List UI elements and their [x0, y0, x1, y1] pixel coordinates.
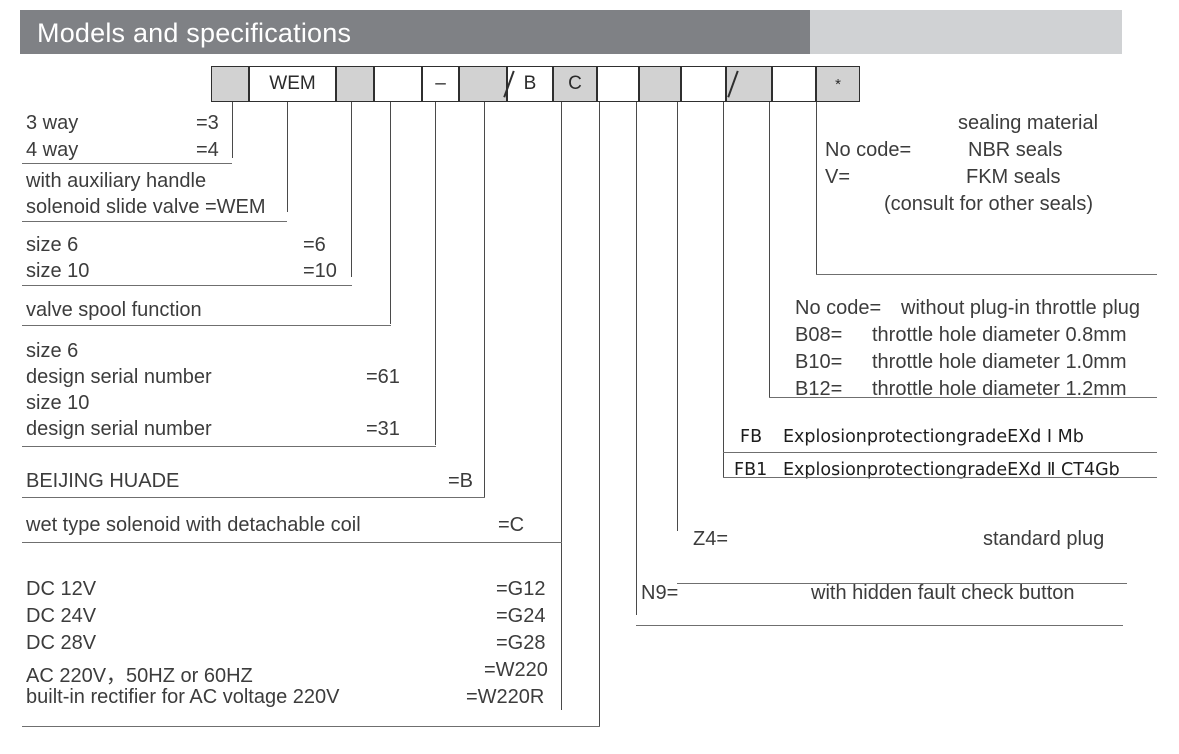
voltage-4-label: AC 220V，50HZ or 60HZ [26, 665, 253, 687]
connector-drop-13 [769, 102, 770, 397]
solenoid-group-underline [22, 542, 562, 543]
sealing-code-2: V= [825, 166, 851, 188]
code-box-3[interactable] [374, 66, 422, 102]
throttle-code-3: B10= [795, 351, 843, 373]
sealing-code-1: No code= [825, 139, 912, 161]
plug-code: Z4= [693, 528, 729, 550]
voltage-group-underline [22, 726, 600, 727]
connector-drop-3 [351, 102, 352, 277]
size-6-code: =6 [303, 234, 326, 256]
code-box-b[interactable]: B [507, 66, 553, 102]
throttle-group-underline [769, 397, 1157, 398]
connector-drop-2 [287, 102, 288, 212]
design-size6-label: size 6 [26, 340, 79, 362]
solenoid-label: wet type solenoid with detachable coil [26, 514, 361, 536]
design-size10-label: size 10 [26, 392, 90, 414]
fault-code: N9= [641, 582, 679, 604]
explosion-label-1: ExplosionprotectiongradeEXd Ⅰ Mb [783, 427, 1084, 447]
explosion-label-2: ExplosionprotectiongradeEXd Ⅱ CT4Gb [783, 460, 1120, 480]
voltage-3-label: DC 28V [26, 632, 97, 654]
header-band-light [810, 10, 1122, 54]
size-group-underline [22, 285, 352, 286]
fault-label: with hidden fault check button [811, 582, 1075, 604]
handle-group-underline [22, 221, 287, 222]
code-box-10[interactable] [681, 66, 726, 102]
design-serial1-label: design serial number [26, 366, 212, 388]
brand-group-underline [22, 497, 485, 498]
header-band-dark [20, 10, 810, 54]
voltage-3-code: =G28 [496, 632, 546, 654]
sealing-note: (consult for other seals) [884, 193, 1093, 215]
design-serial2-code: =31 [366, 418, 400, 440]
design-group-underline [22, 446, 436, 447]
explosion-group-underline [723, 477, 1157, 478]
handle-line-2: solenoid slide valve =WEM [26, 196, 266, 218]
connector-drop-1 [232, 102, 233, 158]
voltage-4-code: =W220 [484, 659, 548, 681]
explosion-code-2: FB1 [734, 460, 768, 480]
throttle-code-1: No code= [795, 297, 882, 319]
code-box-2[interactable] [336, 66, 374, 102]
throttle-label-4: throttle hole diameter 1.2mm [872, 378, 1127, 400]
sealing-label-2: FKM seals [966, 166, 1061, 188]
connector-drop-4 [390, 102, 391, 324]
connector-drop-14 [816, 102, 817, 274]
connector-drop-11 [677, 102, 678, 531]
sealing-title: sealing material [958, 112, 1099, 134]
throttle-label-3: throttle hole diameter 1.0mm [872, 351, 1127, 373]
way-4-code: =4 [196, 139, 219, 161]
code-box-dash[interactable]: – [422, 66, 459, 102]
voltage-1-label: DC 12V [26, 578, 97, 600]
way-3-code: =3 [196, 112, 219, 134]
fault-group-underline [636, 625, 1123, 626]
sealing-group-underline [816, 274, 1157, 275]
connector-drop-9 [599, 102, 600, 727]
code-box-8[interactable] [597, 66, 639, 102]
voltage-5-code: =W220R [466, 686, 545, 708]
connector-drop-12 [723, 102, 724, 477]
connector-drop-5 [435, 102, 436, 445]
design-serial1-code: =61 [366, 366, 400, 388]
connector-drop-8 [561, 102, 562, 710]
spool-group-underline [22, 325, 391, 326]
code-box-9[interactable] [639, 66, 681, 102]
voltage-1-code: =G12 [496, 578, 546, 600]
way-group-underline [22, 163, 232, 164]
handle-line-1: with auxiliary handle [26, 170, 207, 192]
code-box-star[interactable]: * [816, 66, 860, 102]
design-serial2-label: design serial number [26, 418, 212, 440]
code-box-11[interactable] [726, 66, 772, 102]
connector-drop-10 [636, 102, 637, 615]
plug-label: standard plug [983, 528, 1105, 550]
size-10-code: =10 [303, 260, 337, 282]
explosion-code-1: FB [740, 427, 763, 447]
brand-label: BEIJING HUADE [26, 470, 180, 492]
throttle-code-4: B12= [795, 378, 843, 400]
sealing-label-1: NBR seals [968, 139, 1063, 161]
page-title: Models and specifications [37, 18, 352, 48]
way-4-label: 4 way [26, 139, 79, 161]
plug-group-underline [677, 583, 1127, 584]
size-10-label: size 10 [26, 260, 90, 282]
explosion-row-divider [723, 452, 1157, 453]
size-6-label: size 6 [26, 234, 79, 256]
voltage-2-code: =G24 [496, 605, 546, 627]
code-box-c[interactable]: C [553, 66, 597, 102]
throttle-code-2: B08= [795, 324, 843, 346]
brand-code: =B [448, 470, 474, 492]
throttle-label-1: without plug-in throttle plug [901, 297, 1141, 319]
solenoid-code: =C [498, 514, 525, 536]
way-3-label: 3 way [26, 112, 79, 134]
voltage-5-label: built-in rectifier for AC voltage 220V [26, 686, 340, 708]
code-box-5[interactable] [459, 66, 507, 102]
code-box-12[interactable] [772, 66, 816, 102]
spool-label: valve spool function [26, 299, 202, 321]
connector-drop-6 [484, 102, 485, 497]
voltage-2-label: DC 24V [26, 605, 97, 627]
code-box-wem[interactable]: WEM [249, 66, 336, 102]
code-box-0[interactable] [211, 66, 249, 102]
throttle-label-2: throttle hole diameter 0.8mm [872, 324, 1127, 346]
